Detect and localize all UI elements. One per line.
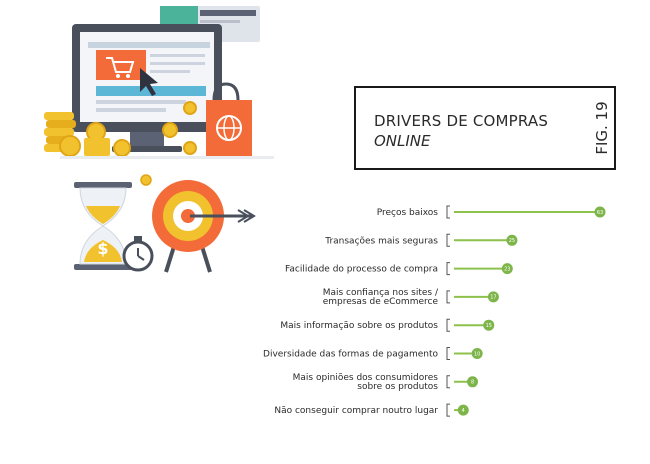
bar-end-dot (471, 348, 483, 359)
data-label: 8 (471, 380, 474, 386)
row-bracket (446, 233, 450, 247)
data-label: 15 (486, 323, 492, 329)
category-label: Mais informação sobre os produtos (280, 321, 438, 331)
data-label: 63 (597, 210, 603, 216)
row-bracket (446, 318, 450, 332)
category-label: Preços baixos (377, 208, 439, 218)
ecommerce-illustration: $ (44, 6, 274, 273)
shopping-cart-icon (106, 57, 135, 78)
shopping-bag-icon (206, 82, 252, 158)
shelf-divider (60, 156, 274, 159)
category-label: Facilidade do processo de compra (285, 265, 438, 275)
data-label: 17 (490, 295, 496, 301)
row-bracket (446, 403, 450, 417)
chart-title: DRIVERS DE COMPRAS (374, 112, 549, 130)
hourglass-icon: $ (74, 182, 132, 270)
bar-end-dot (506, 234, 518, 246)
cursor-icon (140, 68, 158, 96)
row-bracket (446, 205, 450, 219)
bar-end-dot (483, 319, 495, 331)
figure-title-box: DRIVERS DE COMPRAS ONLINE FIG. 19 (354, 86, 616, 170)
bar-end-dot (501, 263, 513, 275)
globe-icon (216, 115, 242, 141)
svg-text:$: $ (97, 239, 108, 258)
row-bracket (446, 262, 450, 276)
target-icon (152, 180, 224, 273)
row-bracket (446, 347, 450, 360)
bar-end-dot (594, 206, 606, 218)
data-label: 10 (474, 351, 480, 357)
data-label: 25 (509, 238, 515, 244)
arrow-icon (190, 209, 256, 223)
category-label: Não conseguir comprar noutro lugar (274, 406, 438, 416)
chart-subtitle: ONLINE (374, 132, 431, 150)
category-label: Transações mais seguras (324, 236, 438, 246)
row-bracket (446, 375, 450, 389)
coin-icon (44, 101, 197, 186)
bar-end-dot (467, 376, 479, 388)
row-bracket (446, 290, 450, 304)
data-label: 23 (504, 266, 510, 272)
bar-end-dot (457, 404, 469, 416)
stopwatch-icon (122, 236, 154, 272)
bar-end-dot (487, 291, 499, 303)
category-label: Diversidade das formas de pagamento (263, 350, 438, 360)
category-label: Mais confiança nos sites /empresas de eC… (323, 288, 439, 307)
data-label: 4 (462, 408, 465, 414)
